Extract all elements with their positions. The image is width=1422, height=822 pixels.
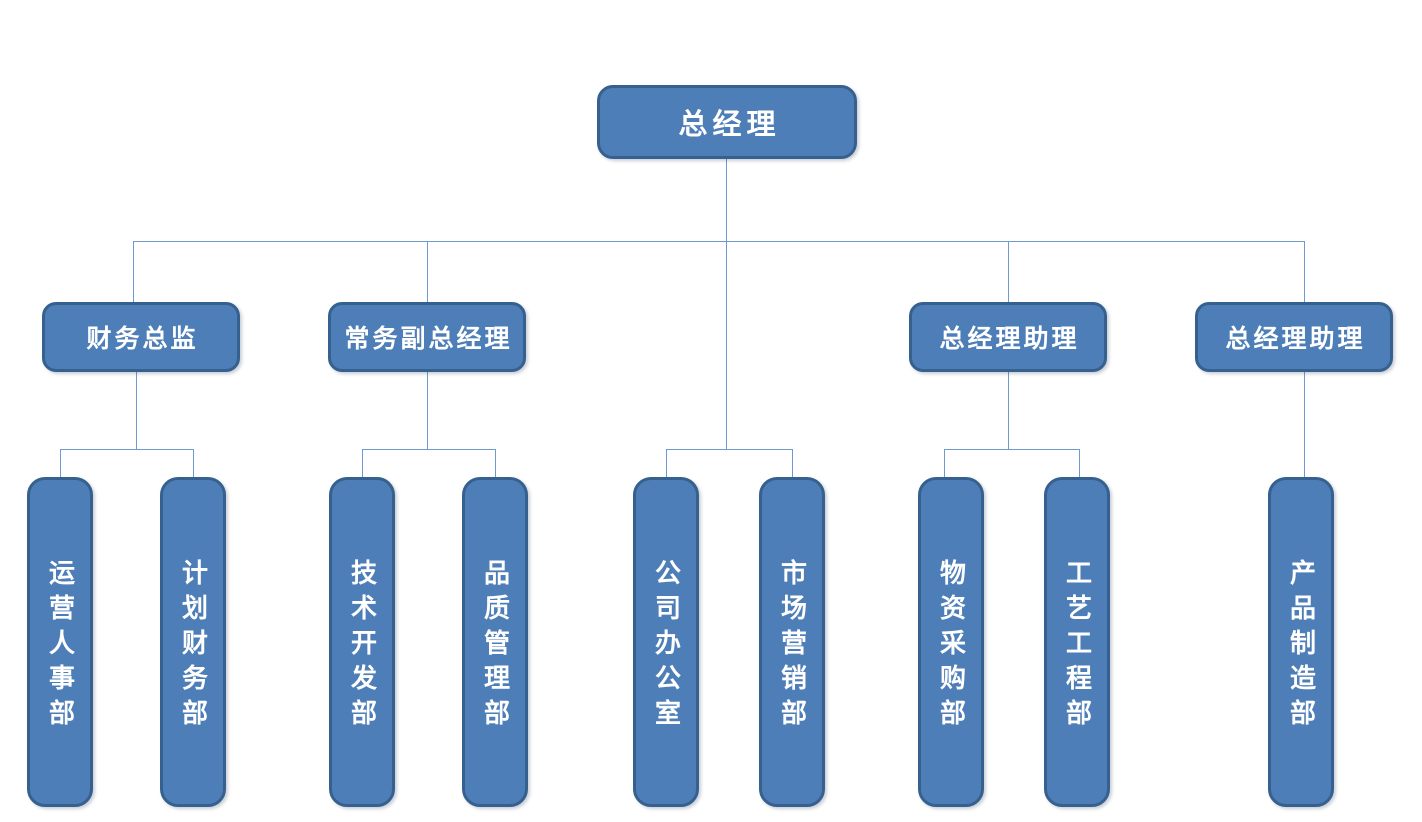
org-node-product-manufacturing-dept: 产品制造部 bbox=[1268, 477, 1334, 807]
connector-drop-mgr-2 bbox=[427, 241, 428, 302]
connector-stub-dept-5 bbox=[666, 449, 667, 477]
org-node-label: 工艺工程部 bbox=[1061, 559, 1092, 734]
org-node-finance-director: 财务总监 bbox=[42, 302, 240, 372]
org-node-general-manager: 总经理 bbox=[597, 85, 857, 159]
connector-mgr1-rail bbox=[60, 449, 193, 450]
connector-root-drop bbox=[726, 159, 727, 241]
org-node-planning-finance-dept: 计划财务部 bbox=[160, 477, 226, 807]
org-node-label: 计划财务部 bbox=[177, 559, 208, 734]
org-node-label: 财务总监 bbox=[86, 324, 199, 353]
org-node-quality-management-dept: 品质管理部 bbox=[462, 477, 528, 807]
org-node-marketing-dept: 市场营销部 bbox=[759, 477, 825, 807]
org-node-label: 产品制造部 bbox=[1285, 559, 1316, 734]
org-node-label: 市场营销部 bbox=[776, 559, 807, 734]
connector-drop-mgr-3 bbox=[1008, 241, 1009, 302]
connector-main-rail bbox=[133, 241, 1304, 242]
connector-drop-mgr-1 bbox=[133, 241, 134, 302]
org-node-operations-hr-dept: 运营人事部 bbox=[27, 477, 93, 807]
org-node-materials-procurement-dept: 物资采购部 bbox=[918, 477, 984, 807]
connector-stub-dept-8 bbox=[1079, 449, 1080, 477]
org-node-process-engineering-dept: 工艺工程部 bbox=[1044, 477, 1110, 807]
connector-mgr2-rail bbox=[362, 449, 495, 450]
org-node-gm-assistant-1: 总经理助理 bbox=[909, 302, 1107, 372]
org-node-label: 品质管理部 bbox=[479, 559, 510, 734]
org-node-gm-assistant-2: 总经理助理 bbox=[1195, 302, 1393, 372]
org-node-executive-deputy-gm: 常务副总经理 bbox=[328, 302, 526, 372]
connector-stub-dept-7 bbox=[944, 449, 945, 477]
connector-mgr3-drop bbox=[1008, 372, 1009, 449]
org-node-label: 物资采购部 bbox=[935, 559, 966, 734]
org-node-company-office: 公司办公室 bbox=[633, 477, 699, 807]
org-node-label: 技术开发部 bbox=[346, 559, 377, 734]
org-node-label: 公司办公室 bbox=[650, 559, 681, 734]
connector-stub-dept-4 bbox=[495, 449, 496, 477]
connector-stub-dept-3 bbox=[362, 449, 363, 477]
connector-mgr1-drop bbox=[136, 372, 137, 449]
connector-mgr4-drop bbox=[1304, 372, 1305, 477]
connector-mgr3-rail bbox=[944, 449, 1079, 450]
connector-stub-dept-2 bbox=[193, 449, 194, 477]
org-node-label: 总经理助理 bbox=[1225, 324, 1366, 353]
org-node-label: 总经理助理 bbox=[939, 324, 1080, 353]
org-node-tech-development-dept: 技术开发部 bbox=[329, 477, 395, 807]
connector-center-rail bbox=[666, 449, 792, 450]
connector-mgr2-drop bbox=[427, 372, 428, 449]
connector-stub-dept-6 bbox=[792, 449, 793, 477]
connector-stub-dept-1 bbox=[60, 449, 61, 477]
org-node-label: 常务副总经理 bbox=[344, 324, 513, 353]
org-node-label: 总经理 bbox=[678, 107, 781, 141]
org-node-label: 运营人事部 bbox=[44, 559, 75, 734]
connector-drop-mgr-4 bbox=[1304, 241, 1305, 302]
connector-center-drop bbox=[726, 241, 727, 449]
